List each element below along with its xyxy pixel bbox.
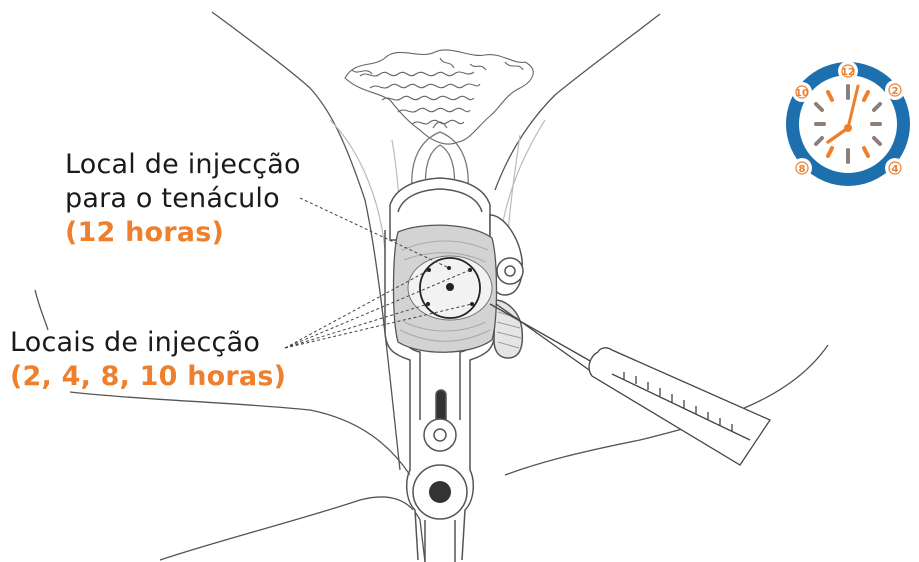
tenaculum-site-line2: para o tenáculo (65, 182, 301, 216)
clock-icon: 12 2 4 8 10 (786, 61, 910, 186)
injection-sites-hours: (2, 4, 8, 10 horas) (10, 360, 286, 394)
clock-mark-8: 8 (799, 164, 806, 175)
clock-mark-12: 12 (841, 67, 855, 78)
clock-mark-4: 4 (892, 164, 899, 175)
injection-sites-label: Locais de injecção (2, 4, 8, 10 horas) (10, 326, 286, 394)
syringe (490, 304, 770, 465)
tenaculum-site-label: Local de injecção para o tenáculo (12 ho… (65, 148, 301, 250)
injection-sites-line1: Locais de injecção (10, 326, 286, 360)
cervix-view (394, 225, 497, 352)
tenaculum-site-hours: (12 horas) (65, 216, 301, 250)
clock-mark-10: 10 (795, 88, 809, 99)
tenaculum-site-line1: Local de injecção (65, 148, 301, 182)
clock-mark-2: 2 (892, 86, 899, 97)
cervical-os (446, 283, 454, 291)
pubic-hair (345, 50, 533, 144)
